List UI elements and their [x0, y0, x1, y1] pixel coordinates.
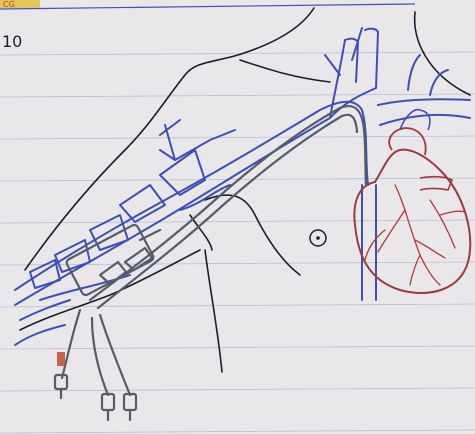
lumen-clamp-mark: [57, 352, 65, 366]
coronary-vessels: [365, 185, 465, 285]
ruled-line: [0, 262, 475, 265]
ruled-line: [0, 388, 475, 391]
ruled-lines: [0, 52, 475, 433]
ruled-line: [0, 304, 475, 307]
margin-number: 10: [2, 32, 22, 51]
ruled-line: [0, 94, 475, 97]
ruled-line: [0, 346, 475, 349]
ruled-line: [0, 430, 475, 433]
ruled-line: [0, 220, 475, 223]
vein-network-icon: [15, 28, 470, 345]
heart-icon: [354, 110, 470, 293]
nipple-mark-icon: [310, 230, 326, 246]
header-strip: CG: [0, 0, 415, 9]
header-fragment: CG: [3, 0, 15, 9]
ruled-line: [0, 136, 475, 139]
body-outline: [20, 8, 470, 372]
